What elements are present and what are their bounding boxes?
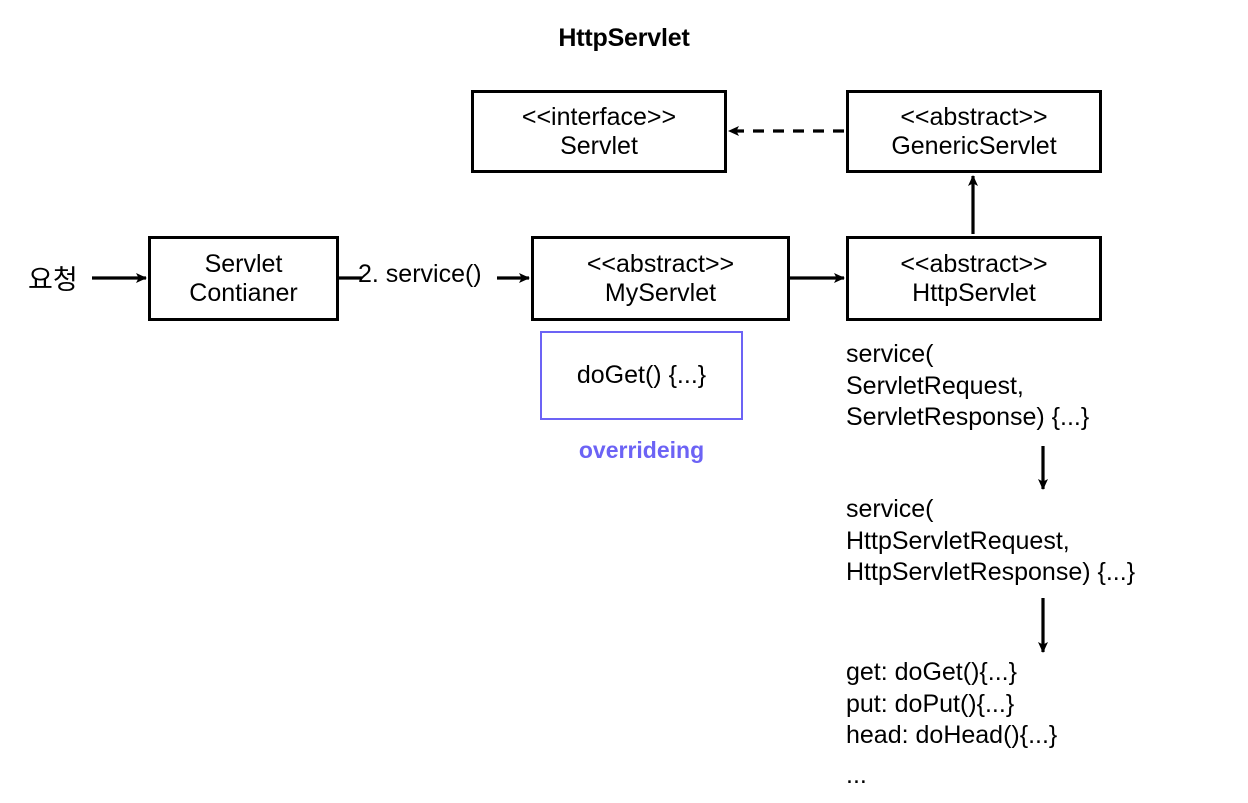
genericservlet-name: GenericServlet (891, 131, 1057, 160)
httpservlet-name: HttpServlet (912, 278, 1036, 307)
servlet-name: Servlet (560, 131, 638, 160)
container-line-1: Servlet (204, 249, 283, 278)
genericservlet-stereotype: <<abstract>> (900, 102, 1048, 131)
myservlet-stereotype: <<abstract>> (586, 249, 735, 278)
service-call-label: 2. service() (358, 260, 482, 288)
httpservlet-stereotype: <<abstract>> (900, 249, 1048, 278)
myservlet-name: MyServlet (604, 278, 717, 307)
override-caption: overrideing (578, 437, 705, 463)
service-http-signature: service( HttpServletRequest, HttpServlet… (846, 495, 1136, 586)
http-method-dispatch-list: get: doGet(){...} put: doPut(){...} head… (846, 658, 1058, 749)
container-line-2: Contianer (189, 278, 298, 307)
class-box-genericservlet[interactable]: <<abstract>> GenericServlet (846, 90, 1102, 173)
class-box-httpservlet[interactable]: <<abstract>> HttpServlet (846, 236, 1102, 321)
override-method-box[interactable]: doGet() {...} (540, 331, 743, 420)
class-box-servlet-container[interactable]: Servlet Contianer (148, 236, 339, 321)
service-servlet-signature: service( ServletRequest, ServletResponse… (846, 340, 1090, 431)
override-method-text: doGet() {...} (576, 361, 707, 389)
request-label: 요청 (28, 265, 78, 295)
class-box-myservlet[interactable]: <<abstract>> MyServlet (531, 236, 790, 321)
class-box-servlet[interactable]: <<interface>> Servlet (471, 90, 727, 173)
page-title: HttpServlet (558, 24, 690, 52)
servlet-stereotype: <<interface>> (521, 102, 677, 131)
method-list-ellipsis: ... (846, 761, 867, 789)
